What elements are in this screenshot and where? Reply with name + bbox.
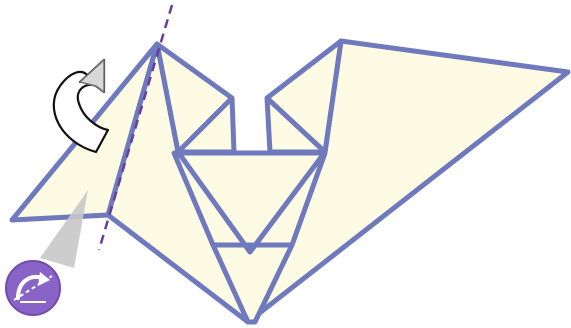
valley-fold-behind-icon — [6, 261, 60, 315]
curved-arrow-icon — [54, 60, 108, 152]
